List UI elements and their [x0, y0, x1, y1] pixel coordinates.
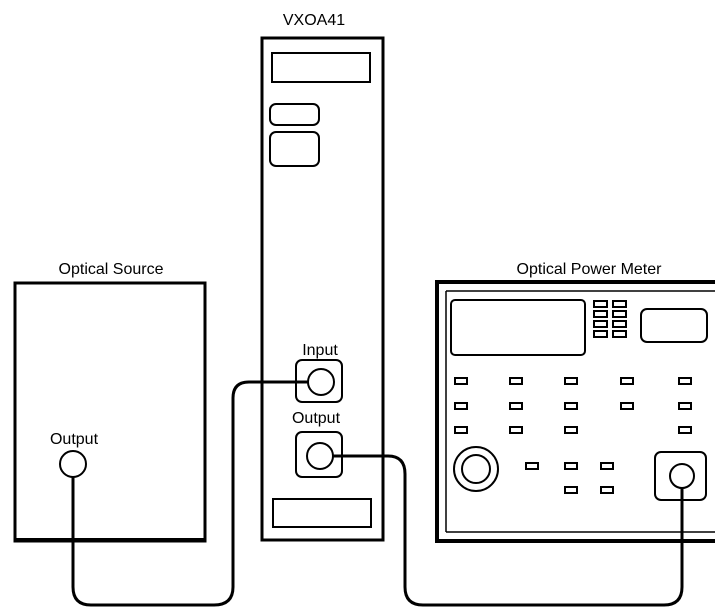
- meter-button: [454, 377, 468, 385]
- meter-button: [620, 402, 634, 410]
- optical-power-meter-secondary-display: [640, 308, 708, 343]
- meter-button: [600, 486, 614, 494]
- optical-power-meter-keypad: [593, 300, 627, 338]
- vxoa41-top-display: [271, 52, 371, 83]
- meter-button: [600, 462, 614, 470]
- keypad-key: [593, 300, 608, 308]
- optical-source: Optical Source Output: [13, 261, 207, 543]
- vxoa41-small-button: [269, 103, 320, 126]
- meter-button: [678, 402, 692, 410]
- keypad-key: [612, 300, 627, 308]
- optical-power-meter-buttons: [454, 377, 692, 494]
- meter-button: [509, 426, 523, 434]
- meter-button: [509, 377, 523, 385]
- optical-power-meter-input-connector: [669, 463, 695, 489]
- meter-button: [678, 426, 692, 434]
- vxoa41-bottom-panel: [272, 498, 372, 528]
- vxoa41-output-connector: [306, 442, 334, 470]
- optical-source-output-label: Output: [50, 431, 99, 448]
- vxoa41-title: VXOA41: [283, 12, 345, 29]
- keypad-key: [593, 320, 608, 328]
- keypad-key: [612, 310, 627, 318]
- optical-power-meter-display: [450, 299, 586, 356]
- fiber-cable-vxoa-output-to-meter: [333, 454, 684, 607]
- optical-source-title: Optical Source: [59, 261, 164, 278]
- optical-source-output-connector: [59, 450, 87, 478]
- meter-button: [454, 402, 468, 410]
- optical-power-meter-title: Optical Power Meter: [517, 261, 663, 278]
- meter-button: [564, 426, 578, 434]
- meter-button: [678, 377, 692, 385]
- vxoa41-input-label: Input: [302, 342, 338, 359]
- optical-power-meter-frame: [435, 280, 715, 543]
- optical-power-meter-knob: [453, 446, 499, 492]
- knob-inner: [461, 454, 491, 484]
- vxoa41-output-label: Output: [292, 410, 341, 427]
- keypad-key: [593, 310, 608, 318]
- vxoa41-module: VXOA41 Input Output: [260, 12, 385, 542]
- meter-button: [454, 426, 468, 434]
- meter-button: [564, 377, 578, 385]
- vxoa41-large-button: [269, 131, 320, 167]
- meter-button: [564, 402, 578, 410]
- knob-outer: [453, 446, 499, 492]
- vxoa41-frame: [260, 36, 385, 542]
- meter-button: [509, 402, 523, 410]
- meter-button: [620, 377, 634, 385]
- keypad-key: [612, 330, 627, 338]
- fiber-cable-source-to-vxoa-input: [71, 380, 308, 607]
- meter-button: [564, 462, 578, 470]
- meter-button: [525, 462, 539, 470]
- keypad-key: [593, 330, 608, 338]
- meter-button: [564, 486, 578, 494]
- keypad-key: [612, 320, 627, 328]
- optical-source-frame: [13, 281, 207, 543]
- vxoa41-input-connector: [307, 368, 335, 396]
- optical-power-meter: Optical Power Meter: [435, 261, 715, 543]
